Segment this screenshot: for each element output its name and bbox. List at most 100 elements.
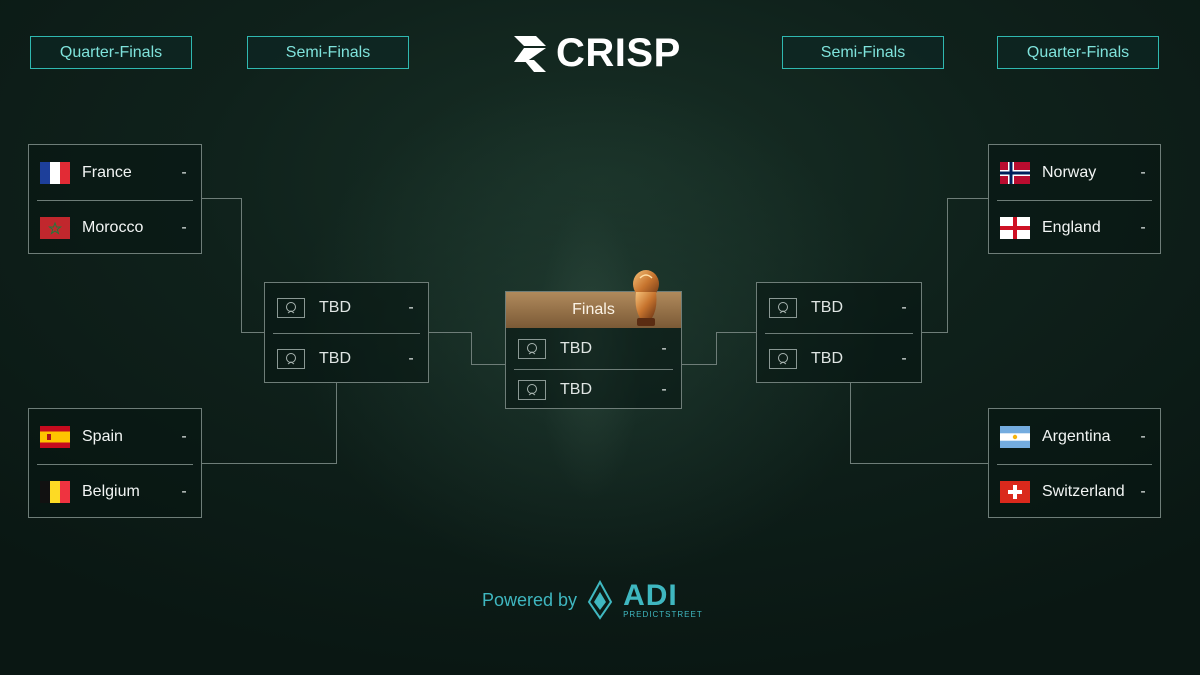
- round-label-right-quarter-finals: Quarter-Finals: [997, 36, 1159, 69]
- team-score: -: [408, 299, 414, 316]
- match-card-qf-left-bottom[interactable]: Spain - Belgium -: [28, 408, 202, 518]
- team-score: -: [408, 349, 414, 367]
- adi-logo-subtext: PREDICTSTREET: [623, 609, 703, 619]
- connector-line: [716, 332, 757, 333]
- adi-logo: ADI PREDICTSTREET: [623, 578, 703, 619]
- connector-line: [681, 364, 717, 365]
- team-row[interactable]: England -: [989, 201, 1160, 254]
- belgium-flag-icon: [40, 480, 70, 503]
- team-score: -: [901, 299, 907, 316]
- divider: [765, 333, 913, 334]
- powered-by-footer: Powered by ADI PREDICTSTREET: [482, 578, 703, 622]
- team-score: -: [901, 349, 907, 367]
- team-score: -: [181, 163, 187, 181]
- spain-flag-icon: [40, 425, 70, 448]
- match-card-qf-right-top[interactable]: Norway - England -: [988, 144, 1161, 254]
- argentina-flag-icon: [1000, 425, 1030, 448]
- team-score: -: [181, 218, 187, 236]
- team-name: England: [1042, 218, 1101, 236]
- team-row[interactable]: Belgium -: [29, 465, 201, 518]
- connector-line: [947, 198, 948, 333]
- team-row[interactable]: Norway -: [989, 145, 1160, 200]
- morocco-flag-icon: [40, 216, 70, 239]
- team-row[interactable]: Argentina -: [989, 409, 1160, 464]
- match-card-qf-left-top[interactable]: France - Morocco -: [28, 144, 202, 254]
- team-name: Belgium: [82, 482, 140, 500]
- connector-line: [428, 332, 472, 333]
- adi-logo-text: ADI: [623, 578, 678, 612]
- finals-label: Finals: [572, 301, 615, 318]
- placeholder-team-icon: [769, 348, 797, 369]
- placeholder-team-icon: [277, 348, 305, 369]
- connector-line: [471, 364, 506, 365]
- placeholder-team-icon: [518, 379, 546, 400]
- team-row[interactable]: TBD -: [265, 283, 428, 333]
- connector-line: [201, 463, 337, 464]
- team-name: TBD: [811, 349, 843, 367]
- team-name: TBD: [319, 349, 351, 367]
- team-row[interactable]: TBD -: [265, 334, 428, 383]
- divider: [273, 333, 420, 334]
- powered-by-label: Powered by: [482, 589, 578, 610]
- connector-line: [241, 332, 265, 333]
- team-score: -: [1140, 482, 1146, 500]
- team-score: -: [661, 340, 667, 357]
- team-name: TBD: [811, 299, 843, 316]
- france-flag-icon: [40, 161, 70, 184]
- match-card-qf-right-bottom[interactable]: Argentina - Switzerland -: [988, 408, 1161, 518]
- connector-line: [201, 198, 242, 199]
- team-name: Morocco: [82, 218, 144, 236]
- placeholder-team-icon: [277, 298, 305, 318]
- connector-line: [241, 198, 242, 332]
- placeholder-team-icon: [769, 298, 797, 318]
- team-row[interactable]: France -: [29, 145, 201, 200]
- team-row[interactable]: TBD -: [757, 334, 921, 383]
- team-name: Switzerland: [1042, 482, 1125, 500]
- team-row[interactable]: Spain -: [29, 409, 201, 464]
- connector-line: [336, 382, 337, 464]
- team-score: -: [1140, 163, 1146, 181]
- connector-line: [850, 382, 851, 464]
- match-card-finals[interactable]: Finals TBD - TBD -: [505, 270, 682, 409]
- team-score: -: [1140, 218, 1146, 236]
- team-name: TBD: [319, 299, 351, 316]
- team-row[interactable]: TBD -: [506, 370, 681, 409]
- divider: [37, 200, 193, 201]
- divider: [997, 200, 1152, 201]
- connector-line: [471, 332, 472, 365]
- adi-logo-icon: [587, 580, 613, 620]
- team-name: Norway: [1042, 163, 1097, 181]
- team-name: France: [82, 163, 132, 181]
- connector-line: [850, 463, 989, 464]
- norway-flag-icon: [1000, 161, 1030, 184]
- team-name: Argentina: [1042, 427, 1111, 445]
- round-label-right-semi-finals: Semi-Finals: [782, 36, 944, 69]
- team-name: TBD: [560, 340, 592, 357]
- team-score: -: [661, 380, 667, 398]
- switzerland-flag-icon: [1000, 480, 1030, 503]
- match-card-sf-right[interactable]: TBD - TBD -: [756, 282, 922, 383]
- team-name: Spain: [82, 427, 123, 445]
- divider: [37, 464, 193, 465]
- team-row[interactable]: TBD -: [757, 283, 921, 333]
- crisp-logo-icon: [514, 36, 546, 72]
- divider: [514, 369, 673, 370]
- placeholder-team-icon: [518, 339, 546, 359]
- crisp-logo-text: CRISP: [556, 30, 681, 75]
- crisp-logo: CRISP: [512, 30, 681, 76]
- divider: [997, 464, 1152, 465]
- team-row[interactable]: Switzerland -: [989, 465, 1160, 518]
- connector-line: [716, 332, 717, 365]
- team-name: TBD: [560, 380, 592, 398]
- team-score: -: [181, 482, 187, 500]
- england-flag-icon: [1000, 216, 1030, 239]
- team-row[interactable]: TBD -: [506, 329, 681, 369]
- round-label-left-quarter-finals: Quarter-Finals: [30, 36, 192, 69]
- match-card-sf-left[interactable]: TBD - TBD -: [264, 282, 429, 383]
- team-score: -: [1140, 427, 1146, 445]
- connector-line: [947, 198, 989, 199]
- team-row[interactable]: Morocco -: [29, 201, 201, 254]
- round-label-left-semi-finals: Semi-Finals: [247, 36, 409, 69]
- trophy-icon: [633, 270, 659, 326]
- team-score: -: [181, 427, 187, 445]
